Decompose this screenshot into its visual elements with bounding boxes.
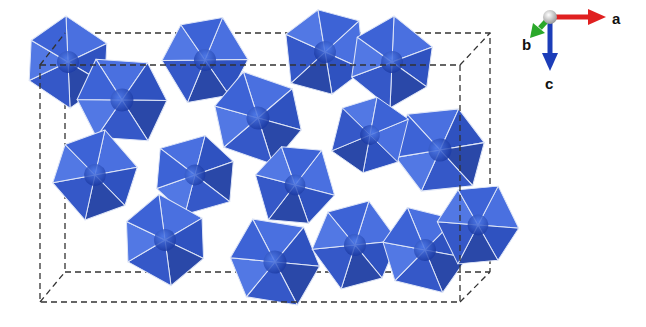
axes [530, 9, 606, 71]
axis-label: b [522, 36, 531, 53]
axis-label-box: a [612, 10, 620, 28]
unit-cell-front [40, 33, 490, 302]
axis-label: a [612, 10, 620, 27]
axis-label-box: b [522, 36, 531, 54]
polyhedra [21, 0, 535, 319]
axis-label: c [545, 75, 553, 92]
axis-label-box: c [545, 75, 553, 93]
